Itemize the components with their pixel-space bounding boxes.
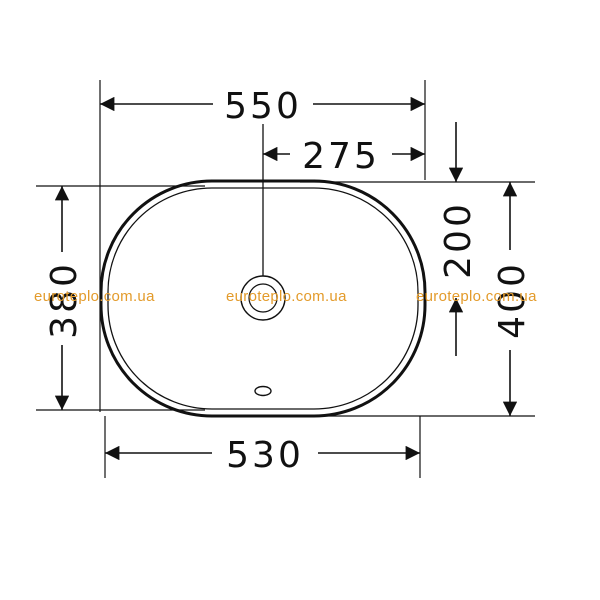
dim-label-550: 550 [224, 86, 302, 127]
dimension-offset-275: 275 [263, 136, 425, 177]
watermark-center: euroteplo.com.ua [226, 288, 347, 305]
dimension-depth-400: 400 [492, 182, 533, 416]
dim-label-530: 530 [226, 435, 304, 476]
overflow-hole [254, 385, 272, 397]
dimension-width-530: 530 [105, 435, 420, 476]
dim-label-380: 380 [44, 261, 85, 339]
drain-inner-ring [248, 283, 278, 313]
dimension-depth-380: 380 [44, 186, 85, 410]
watermark-right: euroteplo.com.ua [416, 288, 537, 305]
drain-outer-ring [240, 275, 286, 321]
drain [240, 124, 286, 397]
dim-label-400: 400 [492, 261, 533, 339]
dimension-width-550: 550 [100, 86, 425, 127]
dimension-half-depth-200: 200 [438, 122, 479, 356]
dim-label-200: 200 [438, 201, 479, 279]
dim-label-275: 275 [302, 136, 380, 177]
watermark-left: euroteplo.com.ua [34, 288, 155, 305]
